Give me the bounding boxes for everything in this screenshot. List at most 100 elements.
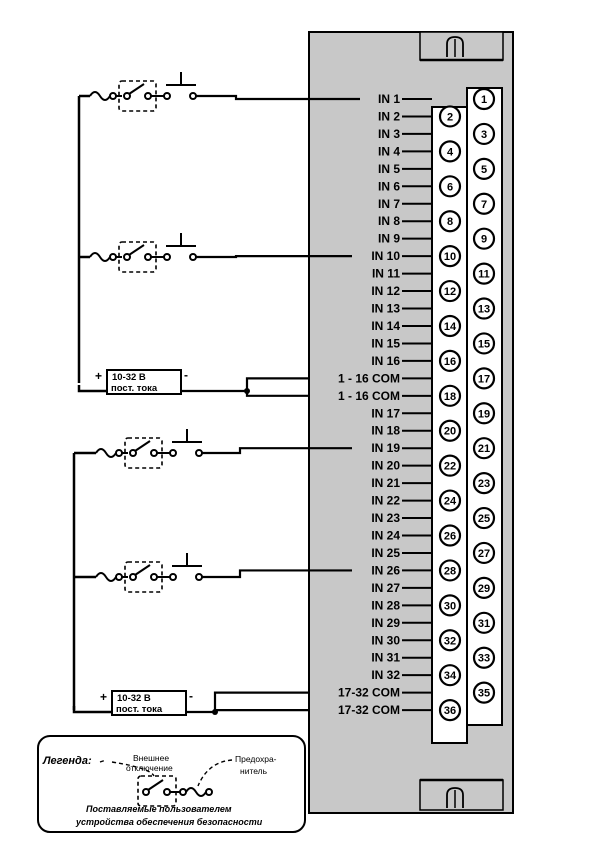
contact-terminal [123, 253, 131, 261]
legend-ext-label-2: отключение [126, 763, 173, 773]
terminal-number: 32 [444, 635, 456, 647]
junction-dot [244, 388, 250, 394]
terminal-18 [438, 384, 462, 407]
bottom-latch-icon [419, 778, 504, 811]
legend-fuse-label-2: нитель [240, 766, 268, 776]
signal-label: IN 21 [371, 476, 400, 490]
psu-plus-wire [77, 385, 107, 393]
legend-disconnect-box [137, 775, 177, 807]
signal-label: IN 14 [371, 319, 400, 333]
terminal-number: 12 [444, 286, 456, 298]
contact-terminal [169, 573, 177, 581]
terminal-number: 9 [481, 234, 487, 246]
switch-blade [128, 83, 145, 95]
signal-label: IN 3 [378, 127, 400, 141]
terminal-35 [472, 681, 496, 704]
terminal-number: 5 [481, 164, 487, 176]
signal-label: IN 28 [371, 598, 400, 612]
psu-type-label: пост. тока [116, 704, 163, 715]
signal-label: IN 19 [371, 441, 400, 455]
contact-terminal [150, 573, 158, 581]
wire-in-19 [202, 447, 352, 455]
contact-terminal [189, 92, 197, 100]
terminal-number: 4 [447, 146, 454, 158]
contact-terminal [150, 449, 158, 457]
contact-terminal [169, 449, 177, 457]
terminals: 1234567891011121314151617181920212223242… [438, 87, 496, 722]
wire-in-26 [202, 569, 352, 579]
legend: Легенда: Внешнее отключение Предохра- ни… [37, 735, 306, 833]
contact-terminal [195, 449, 203, 457]
terminal-number: 8 [447, 216, 453, 228]
legend-switch-fuse-symbol [99, 759, 233, 807]
signal-label: IN 26 [371, 563, 400, 577]
signal-label: IN 10 [371, 249, 400, 263]
signal-label: IN 30 [371, 633, 400, 647]
terminal-number: 23 [478, 478, 490, 490]
com-wire [245, 391, 310, 397]
terminal-26 [438, 524, 462, 547]
signal-label: IN 4 [378, 144, 400, 158]
contact-terminal [142, 788, 150, 796]
terminal-number: 31 [478, 618, 490, 630]
terminal-14 [438, 314, 462, 338]
terminal-number: 7 [481, 199, 487, 211]
switch-group [95, 429, 203, 469]
signal-label: IN 2 [378, 109, 400, 123]
signal-label: IN 27 [371, 581, 400, 595]
signal-label: IN 11 [372, 267, 400, 281]
terminal-number: 27 [478, 548, 490, 560]
contact-terminal [163, 253, 171, 261]
contact-terminal [205, 788, 213, 796]
terminal-31 [472, 611, 496, 634]
contact-terminal [109, 253, 117, 261]
terminal-5 [472, 157, 496, 180]
terminal-4 [438, 140, 462, 163]
signal-label: IN 5 [378, 162, 400, 176]
signal-label: IN 13 [371, 302, 400, 316]
signal-label: IN 20 [371, 459, 400, 473]
terminal-number: 28 [444, 565, 456, 577]
signal-label: IN 1 [378, 92, 400, 106]
terminal-number: 14 [444, 321, 457, 333]
wire-in-1 [196, 94, 360, 101]
legend-fuse-label-1: Предохра- [235, 754, 277, 764]
terminal-32 [438, 629, 462, 652]
terminal-25 [472, 506, 496, 530]
fuse-icon [95, 448, 117, 458]
contact-terminal [163, 788, 171, 796]
psu-voltage-label: 10-32 В [112, 372, 146, 383]
terminal-number: 13 [478, 304, 490, 316]
terminal-17 [472, 367, 496, 390]
signal-label: IN 22 [371, 494, 400, 508]
terminal-30 [438, 594, 462, 617]
external-disconnect-box [124, 437, 163, 469]
contact-terminal [129, 449, 137, 457]
legend-note-1: Поставляемые пользователем [86, 804, 232, 814]
terminal-29 [472, 576, 496, 599]
psu-plus-label: + [95, 369, 102, 383]
signal-leads [402, 98, 432, 712]
signal-label: IN 12 [371, 284, 400, 298]
terminal-3 [472, 122, 496, 146]
signal-label: IN 23 [371, 511, 400, 525]
psu-plus-wire [72, 706, 112, 714]
external-disconnect-box [118, 241, 157, 273]
signal-label: IN 15 [371, 336, 400, 350]
top-latch-icon [419, 31, 504, 62]
terminal-number: 19 [478, 408, 490, 420]
contact-terminal [195, 573, 203, 581]
legend-note-2: устройства обеспечения безопасности [75, 817, 263, 827]
terminal-6 [438, 175, 462, 198]
terminal-number: 24 [444, 496, 457, 508]
external-disconnect-box [118, 80, 157, 112]
signal-label: IN 17 [371, 406, 400, 420]
junction-dot [212, 709, 218, 715]
fuse-icon [89, 91, 111, 101]
signal-label: 1 - 16 COM [338, 389, 400, 403]
terminal-8 [438, 210, 462, 233]
terminal-7 [472, 192, 496, 215]
legend-pointer-ext [99, 759, 155, 777]
terminal-13 [472, 297, 496, 320]
